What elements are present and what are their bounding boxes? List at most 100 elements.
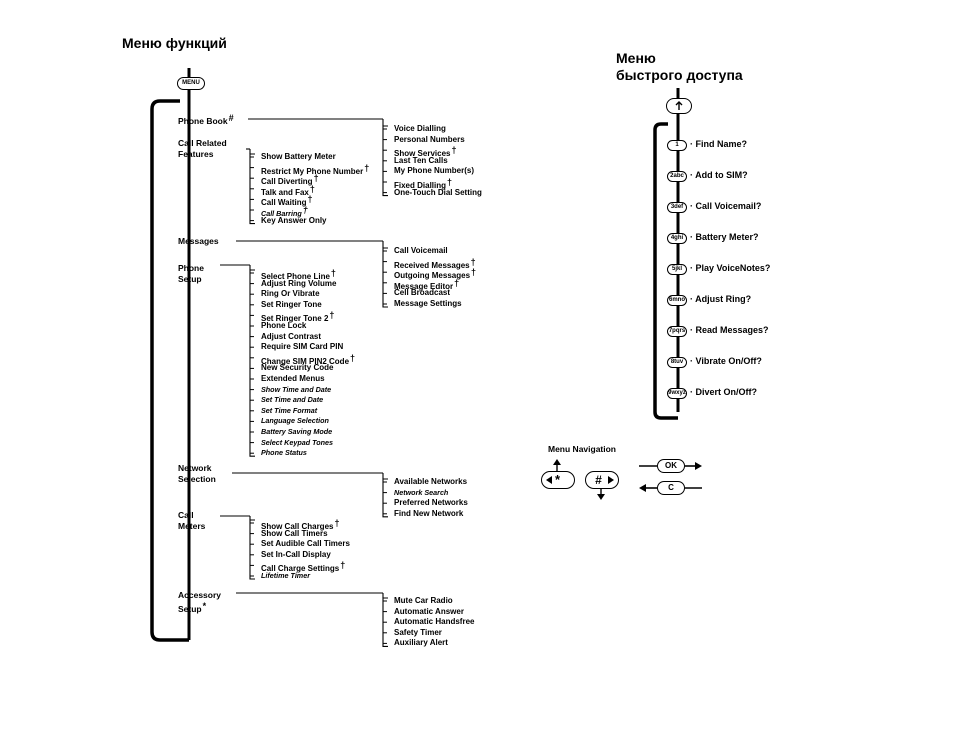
menu-item[interactable]: Last Ten Calls bbox=[394, 156, 448, 166]
menu-item[interactable]: Phone Lock bbox=[261, 321, 306, 331]
menu-item[interactable]: Message Settings bbox=[394, 299, 462, 309]
menu-item[interactable]: Select Keypad Tones bbox=[261, 438, 333, 448]
menu-item-label: Call Diverting bbox=[261, 177, 313, 187]
menu-item[interactable]: Select Phone Line† bbox=[261, 268, 336, 282]
menu-item[interactable]: Fixed Dialling† bbox=[394, 177, 452, 191]
category-label-line: Messages bbox=[178, 236, 219, 246]
menu-item[interactable]: Mute Car Radio bbox=[394, 596, 453, 606]
quick-access-item[interactable]: · Add to SIM? bbox=[690, 170, 748, 180]
number-key[interactable]: 3def bbox=[667, 202, 687, 213]
menu-item[interactable]: Show Call Timers bbox=[261, 529, 328, 539]
menu-item[interactable]: Voice Dialling bbox=[394, 124, 446, 134]
menu-item[interactable]: Personal Numbers bbox=[394, 135, 465, 145]
menu-button[interactable]: MENU bbox=[177, 77, 205, 90]
menu-item[interactable]: Network Search bbox=[394, 488, 448, 498]
menu-item[interactable]: New Security Code bbox=[261, 363, 333, 373]
menu-item[interactable]: Show Call Charges† bbox=[261, 518, 339, 532]
quick-access-item[interactable]: · Play VoiceNotes? bbox=[690, 263, 771, 273]
ok-key[interactable]: OK bbox=[657, 459, 685, 473]
menu-item[interactable]: Set Ringer Tone bbox=[261, 300, 322, 310]
quick-access-item[interactable]: · Read Messages? bbox=[690, 325, 769, 335]
menu-item[interactable]: Show Battery Meter bbox=[261, 152, 336, 162]
menu-item-label: Phone Status bbox=[261, 448, 307, 458]
menu-item[interactable]: Lifetime Timer bbox=[261, 571, 310, 581]
menu-item[interactable]: Cell Broadcast bbox=[394, 288, 450, 298]
quick-access-item[interactable]: · Battery Meter? bbox=[690, 232, 759, 242]
number-key[interactable]: 2abc bbox=[667, 171, 687, 182]
menu-item[interactable]: My Phone Number(s) bbox=[394, 166, 474, 176]
menu-item[interactable]: Battery Saving Mode bbox=[261, 427, 332, 437]
menu-item[interactable]: Find New Network bbox=[394, 509, 463, 519]
menu-item[interactable]: Preferred Networks bbox=[394, 498, 468, 508]
menu-item-label: Battery Saving Mode bbox=[261, 427, 333, 436]
quick-access-item[interactable]: · Adjust Ring? bbox=[690, 294, 752, 304]
menu-item[interactable]: Message Editor† bbox=[394, 278, 459, 292]
menu-item[interactable]: Outgoing Messages† bbox=[394, 267, 476, 281]
quick-loop bbox=[653, 122, 678, 420]
menu-item[interactable]: Phone Status bbox=[261, 448, 307, 458]
menu-item[interactable]: Change SIM PIN2 Code† bbox=[261, 353, 355, 367]
category-messages[interactable]: Messages bbox=[178, 236, 219, 247]
menu-item[interactable]: Set In-Call Display bbox=[261, 550, 331, 560]
menu-item[interactable]: Automatic Answer bbox=[394, 607, 464, 617]
quick-access-item[interactable]: · Divert On/Off? bbox=[690, 387, 757, 397]
menu-item[interactable]: Show Services† bbox=[394, 145, 457, 159]
number-key[interactable]: 1 bbox=[667, 140, 687, 151]
menu-item[interactable]: Call Waiting† bbox=[261, 194, 313, 208]
menu-item[interactable]: Require SIM Card PIN bbox=[261, 342, 343, 352]
quick-access-item[interactable]: · Find Name? bbox=[690, 139, 748, 149]
quick-access-item[interactable]: · Call Voicemail? bbox=[690, 201, 762, 211]
number-key[interactable]: 9wxyz bbox=[667, 388, 687, 399]
menu-item[interactable]: Adjust Ring Volume bbox=[261, 279, 336, 289]
menu-item[interactable]: Extended Menus bbox=[261, 374, 325, 384]
menu-item[interactable]: Key Answer Only bbox=[261, 216, 327, 226]
menu-item-label: Automatic Handsfree bbox=[394, 617, 475, 627]
number-key[interactable]: 4ghi bbox=[667, 233, 687, 244]
menu-item-label: Set Audible Call Timers bbox=[261, 539, 350, 549]
menu-item[interactable]: Set Audible Call Timers bbox=[261, 539, 350, 549]
number-key[interactable]: 6mno bbox=[667, 295, 687, 306]
menu-item[interactable]: Call Diverting† bbox=[261, 173, 319, 187]
category-phonebook[interactable]: Phone Book# bbox=[178, 113, 234, 127]
menu-item[interactable]: One-Touch Dial Setting bbox=[394, 188, 482, 198]
menu-item-label: Cell Broadcast bbox=[394, 288, 451, 298]
menu-item[interactable]: Received Messages† bbox=[394, 257, 476, 271]
menu-item[interactable]: Show Time and Date bbox=[261, 385, 331, 395]
menu-item-label: Set Ringer Tone bbox=[261, 299, 322, 309]
menu-item[interactable]: Call Charge Settings† bbox=[261, 560, 345, 574]
menu-item[interactable]: Call Voicemail bbox=[394, 246, 448, 256]
menu-item-label: Show Time and Date bbox=[261, 384, 332, 394]
menu-item[interactable]: Talk and Fax† bbox=[261, 184, 315, 198]
menu-item[interactable]: Set Ringer Tone 2† bbox=[261, 310, 334, 324]
menu-item[interactable]: Available Networks bbox=[394, 477, 467, 487]
menu-item[interactable]: Set Time and Date bbox=[261, 395, 323, 405]
menu-item[interactable]: Restrict My Phone Number† bbox=[261, 163, 369, 177]
menu-item-label: Available Networks bbox=[394, 477, 468, 486]
number-key[interactable]: 8tuv bbox=[667, 357, 687, 368]
menu-item[interactable]: Safety Timer bbox=[394, 628, 442, 638]
menu-item[interactable]: Set Time Format bbox=[261, 406, 317, 416]
menu-item[interactable]: Call Barring† bbox=[261, 205, 308, 219]
menu-item[interactable]: Auxiliary Alert bbox=[394, 638, 448, 648]
nav-right-key[interactable]: # bbox=[585, 471, 619, 489]
menu-item[interactable]: Automatic Handsfree bbox=[394, 617, 474, 627]
nav-left-key[interactable]: * bbox=[541, 471, 575, 489]
category-label-line: Features bbox=[178, 149, 214, 159]
menu-item[interactable]: Ring Or Vibrate bbox=[261, 289, 320, 299]
number-key[interactable]: 5jkl bbox=[667, 264, 687, 275]
menu-item[interactable]: Adjust Contrast bbox=[261, 332, 321, 342]
menu-item-label: My Phone Number(s) bbox=[394, 166, 475, 176]
menu-item-label: Adjust Contrast bbox=[261, 331, 321, 341]
hash-key-label: # bbox=[595, 473, 602, 487]
dagger-mark: † bbox=[340, 560, 346, 571]
number-key[interactable]: 7pqrs bbox=[667, 326, 687, 337]
c-key[interactable]: C bbox=[657, 481, 685, 495]
menu-item[interactable]: Language Selection bbox=[261, 416, 329, 426]
quick-up-button[interactable] bbox=[666, 98, 692, 114]
quick-access-item[interactable]: · Vibrate On/Off? bbox=[690, 356, 762, 366]
